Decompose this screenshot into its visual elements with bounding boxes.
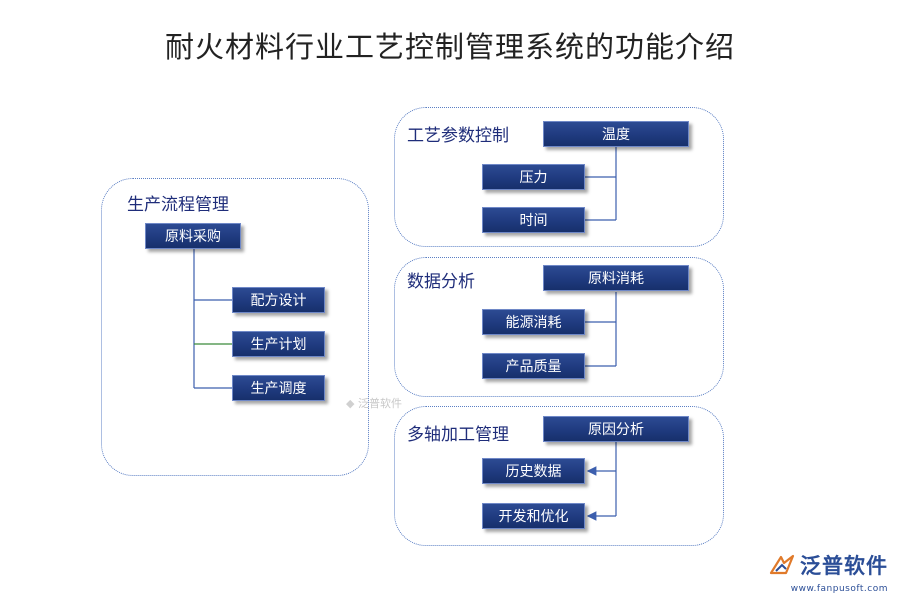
production-item-box: 生产调度 — [232, 375, 325, 401]
brand-logo-text: 泛普软件 — [800, 554, 888, 578]
watermark-logo-icon: ◆ — [346, 397, 355, 410]
brand-logo-icon — [769, 554, 795, 575]
production-root-box: 原料采购 — [145, 223, 241, 249]
watermark: ◆ 泛普软件 — [346, 395, 402, 411]
production-item-box: 配方设计 — [232, 287, 325, 313]
multi-axis-item-box: 开发和优化 — [482, 503, 585, 529]
analysis-panel — [394, 257, 724, 397]
process-panel — [394, 107, 724, 247]
production-panel-title: 生产流程管理 — [127, 195, 229, 215]
analysis-panel-title: 数据分析 — [407, 272, 475, 292]
multi-axis-panel-title: 多轴加工管理 — [407, 425, 509, 445]
brand-logo: 泛普软件 — [768, 550, 888, 580]
analysis-item-box: 产品质量 — [482, 353, 585, 379]
multi-axis-panel — [394, 406, 724, 546]
production-item-box: 生产计划 — [232, 331, 325, 357]
analysis-item-box: 能源消耗 — [482, 309, 585, 335]
brand-url: www.fanpusoft.com — [790, 584, 888, 594]
page-title: 耐火材料行业工艺控制管理系统的功能介绍 — [164, 30, 735, 64]
process-panel-title: 工艺参数控制 — [407, 126, 509, 146]
watermark-text: 泛普软件 — [357, 397, 402, 410]
analysis-root-box: 原料消耗 — [543, 265, 689, 291]
process-root-box: 温度 — [543, 121, 689, 147]
multi-axis-item-box: 历史数据 — [482, 458, 585, 484]
process-item-box: 压力 — [482, 164, 585, 190]
process-item-box: 时间 — [482, 207, 585, 233]
multi-axis-root-box: 原因分析 — [543, 416, 689, 442]
production-panel — [101, 178, 369, 476]
